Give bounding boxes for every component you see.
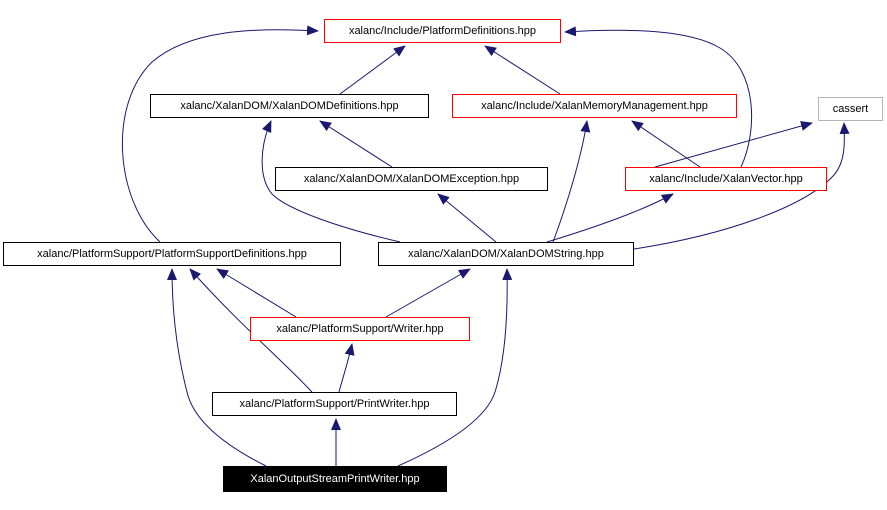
node-label: xalanc/PlatformSupport/PlatformSupportDe… xyxy=(37,248,307,260)
node-xalandom-definitions[interactable]: xalanc/XalanDOM/XalanDOMDefinitions.hpp xyxy=(150,94,429,118)
node-label: xalanc/XalanDOM/XalanDOMException.hpp xyxy=(303,173,520,185)
edge-platform-support-definitions-to-platform-definitions xyxy=(121,25,319,243)
node-label: xalanc/XalanDOM/XalanDOMDefinitions.hpp xyxy=(180,100,399,112)
edge-xalandom-string-to-xalandom-exception xyxy=(437,193,497,243)
node-xalan-vector[interactable]: xalanc/Include/XalanVector.hpp xyxy=(625,167,827,191)
node-label: cassert xyxy=(832,103,869,115)
node-label: XalanOutputStreamPrintWriter.hpp xyxy=(250,473,420,485)
edge-xalan-output-stream-print-writer-to-xalandom-string xyxy=(397,268,513,467)
node-label: xalanc/Include/PlatformDefinitions.hpp xyxy=(348,25,537,37)
node-cassert: cassert xyxy=(818,97,883,121)
edge-xalandom-string-to-xalan-vector xyxy=(546,193,674,243)
node-platform-definitions[interactable]: xalanc/Include/PlatformDefinitions.hpp xyxy=(324,19,561,43)
edge-xalandom-exception-to-xalandom-definitions xyxy=(319,120,393,168)
node-print-writer[interactable]: xalanc/PlatformSupport/PrintWriter.hpp xyxy=(212,392,457,416)
edge-xalandom-string-to-xalan-memory-management xyxy=(552,120,591,243)
edge-xalandom-definitions-to-platform-definitions xyxy=(339,45,406,95)
node-label: xalanc/Include/XalanVector.hpp xyxy=(649,173,803,185)
node-label: xalanc/Include/XalanMemoryManagement.hpp xyxy=(481,100,708,112)
edge-xalan-vector-to-platform-definitions xyxy=(564,26,753,168)
edge-writer-to-platform-support-definitions xyxy=(216,268,297,318)
edge-xalan-vector-to-cassert xyxy=(654,121,813,168)
node-label: xalanc/XalanDOM/XalanDOMString.hpp xyxy=(408,248,604,260)
edge-xalandom-string-to-xalandom-definitions xyxy=(261,120,401,243)
node-label: xalanc/PlatformSupport/Writer.hpp xyxy=(276,323,444,335)
edge-print-writer-to-writer xyxy=(338,343,355,393)
node-xalandom-string[interactable]: xalanc/XalanDOM/XalanDOMString.hpp xyxy=(378,242,634,266)
node-xalan-output-stream-print-writer: XalanOutputStreamPrintWriter.hpp xyxy=(223,466,447,492)
edge-xalan-vector-to-xalan-memory-management xyxy=(631,120,701,168)
edge-xalan-memory-management-to-platform-definitions xyxy=(484,45,561,95)
node-label: xalanc/PlatformSupport/PrintWriter.hpp xyxy=(239,398,430,410)
node-xalandom-exception[interactable]: xalanc/XalanDOM/XalanDOMException.hpp xyxy=(275,167,548,191)
edge-xalan-output-stream-print-writer-to-platform-support-definitions xyxy=(167,268,267,467)
node-platform-support-definitions[interactable]: xalanc/PlatformSupport/PlatformSupportDe… xyxy=(3,242,341,266)
node-writer[interactable]: xalanc/PlatformSupport/Writer.hpp xyxy=(250,317,470,341)
edge-writer-to-xalandom-string xyxy=(385,268,471,318)
node-xalan-memory-management[interactable]: xalanc/Include/XalanMemoryManagement.hpp xyxy=(452,94,737,118)
